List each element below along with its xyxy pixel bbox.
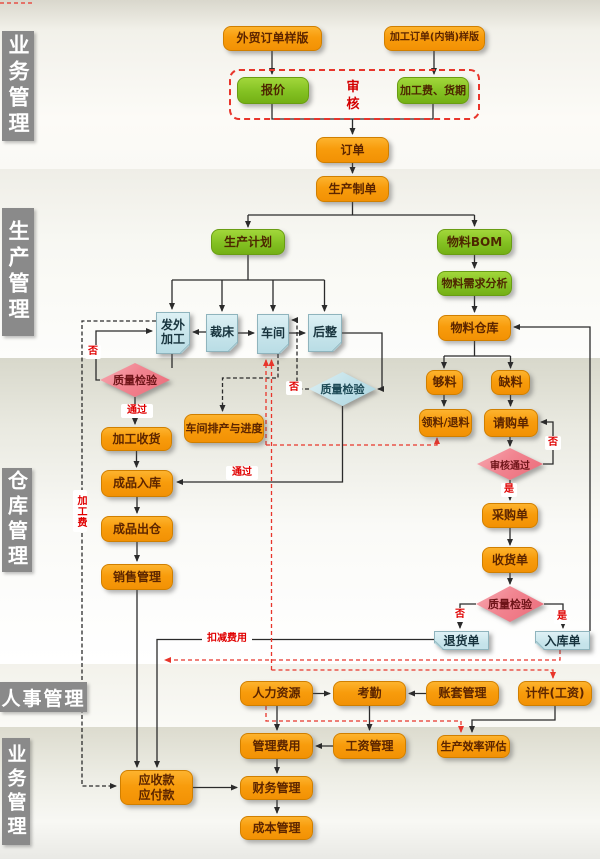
node-trade-order-template: 外贸订单样版 bbox=[223, 26, 322, 51]
node-issue-return-material: 领料/退料 bbox=[419, 409, 472, 437]
receivable-line: 应收款 bbox=[138, 772, 175, 787]
node-processing-fee-delivery: 加工费、货期 bbox=[397, 77, 469, 104]
label-review: 审核 bbox=[346, 80, 360, 112]
section-label-hr: 人事管理 bbox=[0, 682, 87, 712]
node-management-fee: 管理费用 bbox=[240, 733, 313, 759]
label-no-mid: 否 bbox=[286, 381, 302, 395]
label-no-left: 否 bbox=[85, 345, 101, 359]
node-material-requirement-analysis: 物料需求分析 bbox=[437, 271, 512, 296]
node-piece-wage: 计件(工资) bbox=[518, 681, 592, 706]
node-human-resources: 人力资源 bbox=[240, 681, 313, 706]
section-label-production: 生产管理 bbox=[2, 208, 34, 336]
section-label-business-bottom: 业务管理 bbox=[2, 738, 30, 845]
label-pass-mid: 通过 bbox=[226, 466, 258, 480]
node-finished-goods-out: 成品出仓 bbox=[101, 516, 173, 542]
node-receipt-note: 收货单 bbox=[482, 547, 538, 573]
node-receivable-payable: 应收款 应付款 bbox=[120, 770, 193, 805]
node-processing-receive: 加工收货 bbox=[101, 427, 172, 451]
node-finishing: 后整 bbox=[308, 314, 342, 352]
label-processing-fee: 加工费 bbox=[73, 490, 87, 532]
node-wage-management: 工资管理 bbox=[333, 733, 406, 759]
node-enough-material: 够料 bbox=[426, 370, 463, 395]
node-cutting-floor: 裁床 bbox=[206, 314, 238, 352]
section-label-business-top: 业务管理 bbox=[2, 31, 34, 141]
node-production-efficiency: 生产效率评估 bbox=[437, 735, 510, 758]
label-yes-audit: 是 bbox=[501, 483, 517, 497]
diamond-quality-check-outsource: 质量检验 bbox=[100, 363, 170, 397]
node-sales-management: 销售管理 bbox=[101, 564, 173, 590]
node-finance-management: 财务管理 bbox=[240, 776, 313, 800]
audit-dashed-region bbox=[229, 69, 480, 120]
payable-line: 应付款 bbox=[138, 787, 175, 802]
node-order: 订单 bbox=[316, 137, 389, 163]
node-cost-management: 成本管理 bbox=[240, 816, 313, 840]
diamond-quality-check-receipt: 质量检验 bbox=[476, 586, 544, 622]
label-deduct-fee: 扣减费用 bbox=[202, 632, 252, 646]
section-label-warehouse: 仓库管理 bbox=[2, 468, 32, 572]
node-lack-material: 缺料 bbox=[491, 370, 530, 395]
label-no-request: 否 bbox=[545, 436, 561, 450]
node-account-set-management: 账套管理 bbox=[426, 681, 499, 706]
node-purchase-request: 请购单 bbox=[484, 409, 538, 437]
label-pass-left: 通过 bbox=[121, 404, 153, 418]
diamond-audit-pass: 审核通过 bbox=[477, 448, 543, 480]
node-stockin-note: 入库单 bbox=[535, 631, 590, 650]
node-material-warehouse: 物料仓库 bbox=[438, 315, 511, 341]
node-purchase-order: 采购单 bbox=[482, 503, 538, 528]
node-production-sheet: 生产制单 bbox=[316, 176, 389, 202]
label-no-qc: 否 bbox=[452, 608, 468, 622]
label-yes-qc: 是 bbox=[554, 610, 570, 624]
node-outsourced-processing: 发外加工 bbox=[156, 312, 190, 354]
diamond-quality-check-finishing: 质量检验 bbox=[309, 372, 376, 406]
node-workshop-scheduling: 车间排产与进度 bbox=[184, 414, 264, 443]
node-quotation: 报价 bbox=[237, 77, 309, 104]
node-finished-goods-in: 成品入库 bbox=[101, 470, 173, 497]
node-production-plan: 生产计划 bbox=[211, 229, 285, 255]
node-return-note: 退货单 bbox=[434, 631, 489, 650]
node-material-bom: 物料BOM bbox=[437, 229, 512, 255]
node-processing-order-template: 加工订单(内销)样版 bbox=[384, 26, 485, 51]
node-workshop: 车间 bbox=[257, 314, 289, 354]
node-attendance: 考勤 bbox=[333, 681, 406, 706]
